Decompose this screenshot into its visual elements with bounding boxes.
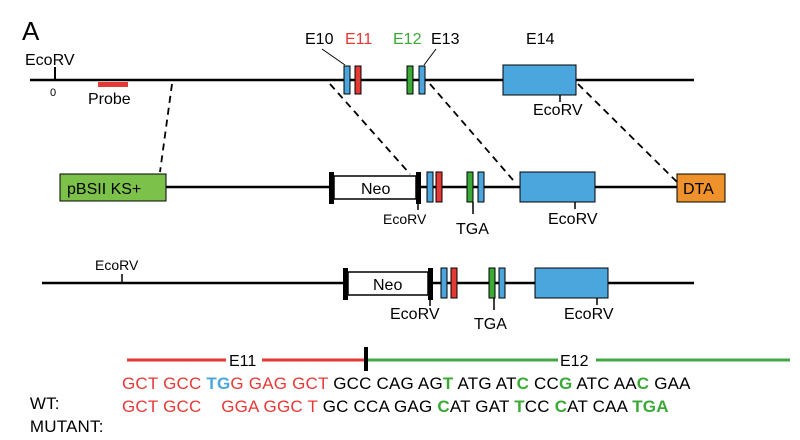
homology-line-1	[159, 83, 173, 173]
mutant-exon-e10	[440, 267, 448, 299]
exon-e11	[354, 65, 362, 95]
mutant-seq-segment	[206, 397, 221, 416]
wt-seq-segment: GAA	[649, 374, 691, 393]
mutant-ecorv-neo-label: EcoRV	[390, 306, 440, 323]
exon-e13	[418, 65, 426, 95]
probe-bar	[98, 82, 128, 87]
mutant-neo-label: Neo	[373, 277, 402, 294]
e13-label: E13	[431, 31, 460, 48]
wt-seq-segment: ATG AT	[453, 374, 517, 393]
mutant-exon-e13	[498, 267, 506, 299]
wt-sequence-row: WT:GCT GCC TGG GAG GCT GCC CAG AGT ATG A…	[20, 374, 691, 414]
vector-exon-e11	[435, 171, 443, 203]
dta-box	[676, 173, 726, 203]
wt-locus: EcoRV 0 Probe E10 E11 E12 E13 E14 EcoRV	[25, 31, 694, 119]
vector-exon-e13	[477, 171, 485, 203]
wt-label: WT:	[29, 394, 60, 413]
mutant-ecorv-left-label: EcoRV	[95, 257, 139, 273]
neo-label: Neo	[361, 181, 390, 198]
wt-seq-segment: G GAG GCT	[230, 374, 334, 393]
e12-label: E12	[393, 31, 422, 48]
mutant-seq-segment: AT CAA	[567, 397, 633, 416]
homology-line-2	[329, 83, 411, 175]
mutant-sequence: GCT GCC GGA GGC T GC CCA GAG CAT GAT TCC…	[122, 397, 669, 417]
exon-e10	[343, 65, 351, 95]
vector-exon-e12	[466, 171, 474, 203]
neo-left-bar	[329, 172, 334, 204]
wt-seq-segment: ATC AA	[572, 374, 637, 393]
sequence-exon-bars: E11 E12	[127, 347, 790, 371]
junction-bar	[364, 347, 368, 371]
mutant-seq-segment: TGA	[632, 397, 669, 416]
exon-e14	[502, 64, 577, 96]
mutant-neo-right-bar	[428, 268, 433, 300]
wt-seq-segment: G	[558, 374, 573, 393]
vector-label: pBSII KS+	[67, 181, 141, 198]
vector-exon-e10	[426, 171, 434, 203]
e12-seq-label: E12	[560, 353, 589, 370]
ecorv-top-label: EcoRV	[25, 52, 75, 69]
vector-backbone-box	[59, 173, 167, 202]
e10-connector	[321, 48, 346, 66]
mutant-seq-segment: CC	[524, 397, 555, 416]
wt-seq-segment: C	[516, 374, 530, 393]
vector-ecorv-e14-label: EcoRV	[548, 211, 598, 228]
mutant-seq-segment: T	[514, 397, 525, 416]
mutant-neo-left-bar	[343, 268, 348, 300]
wt-sequence: GCT GCC TGG GAG GCT GCC CAG AGT ATG ATC …	[122, 374, 691, 394]
mutant-seq-segment: GGA GGC T	[221, 397, 318, 416]
homology-line-4	[577, 83, 678, 183]
targeting-vector: pBSII KS+ Neo EcoRV TGA EcoRV DTA	[59, 171, 726, 238]
mutant-label: MUTANT:	[29, 417, 104, 436]
mutant-sequence-row: MUTANT:GCT GCC GGA GGC T GC CCA GAG CAT …	[20, 397, 669, 437]
homology-lines	[159, 83, 678, 183]
wt-seq-segment: GCT GCC	[122, 374, 207, 393]
mutant-seq-segment: C	[554, 397, 568, 416]
e10-label: E10	[305, 31, 334, 48]
mutant-exon-e14	[534, 267, 609, 299]
zero-label: 0	[50, 87, 56, 99]
mutant-ecorv-e14-label: EcoRV	[564, 306, 614, 323]
mutant-tga-label: TGA	[474, 316, 507, 333]
e14-label: E14	[526, 31, 555, 48]
e11-label: E11	[345, 31, 372, 48]
mutant-seq-segment: C	[437, 397, 450, 416]
dta-label: DTA	[683, 181, 714, 198]
wt-seq-segment: C	[636, 374, 650, 393]
e13-connector	[423, 48, 437, 66]
ecorv-e14-label: EcoRV	[533, 102, 583, 119]
mutant-locus: EcoRV Neo EcoRV TGA EcoRV	[42, 257, 694, 333]
probe-label: Probe	[88, 91, 131, 108]
vector-exon-e14	[519, 171, 596, 203]
ecorv-neo-label: EcoRV	[383, 211, 427, 227]
mutant-exon-e12	[488, 267, 496, 299]
wt-seq-segment: TG	[206, 374, 231, 393]
mutant-seq-segment: GC CCA GAG	[317, 397, 438, 416]
wt-seq-segment: GCC CAG AG	[333, 374, 443, 393]
tga-label: TGA	[456, 221, 489, 238]
wt-seq-segment: CC	[529, 374, 559, 393]
homology-line-3	[429, 83, 514, 181]
mutant-seq-segment: GCT GCC	[122, 397, 207, 416]
exon-e12	[406, 65, 414, 95]
panel-label: A	[22, 16, 40, 46]
wt-seq-segment: T	[442, 374, 454, 393]
e11-seq-label: E11	[229, 353, 256, 370]
mutant-exon-e11	[450, 267, 458, 299]
neo-right-bar	[416, 172, 421, 204]
mutant-seq-segment: AT GAT	[449, 397, 515, 416]
